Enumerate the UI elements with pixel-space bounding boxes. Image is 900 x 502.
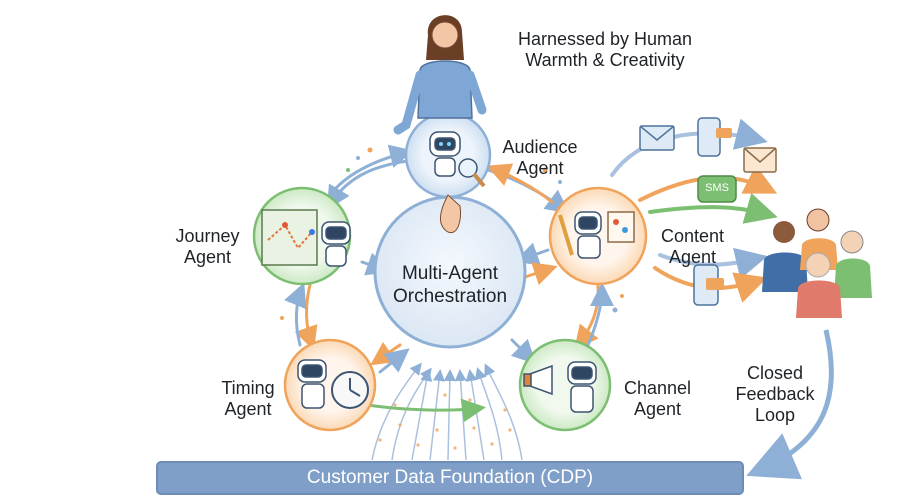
cdp-label: Customer Data Foundation (CDP) bbox=[306, 467, 594, 488]
feedback-loop-arrow bbox=[746, 329, 834, 480]
feedback-loop-label: Closed Feedback Loop bbox=[735, 363, 815, 425]
robot-icon bbox=[558, 211, 635, 259]
robot-icon bbox=[523, 361, 597, 413]
envelope-icon bbox=[639, 125, 675, 151]
header-caption: Harnessed by Human Warmth & Creativity bbox=[517, 29, 693, 70]
content-agent-label: Content Agent bbox=[660, 226, 725, 267]
human-figure-icon bbox=[393, 15, 487, 234]
orchestration-label: Multi-Agent Orchestration bbox=[392, 263, 508, 307]
data-stream-lines bbox=[371, 362, 523, 461]
sms-label: SMS bbox=[705, 182, 729, 194]
sms-bubble-icon bbox=[697, 175, 737, 203]
robot-icon bbox=[261, 209, 351, 267]
phone-icon bbox=[693, 264, 724, 306]
journey-agent-label: Journey Agent bbox=[175, 226, 240, 267]
phone-icon bbox=[697, 117, 732, 157]
robot-icon bbox=[297, 359, 369, 409]
channel-agent-label: Channel Agent bbox=[623, 378, 692, 419]
customer-group-icon bbox=[762, 208, 872, 318]
data-stream-dots bbox=[378, 393, 512, 450]
audience-agent-label: Audience Agent bbox=[502, 137, 578, 178]
envelope-icon bbox=[743, 147, 777, 173]
cdp-foundation-bar: Customer Data Foundation (CDP) bbox=[156, 461, 744, 495]
robot-icon bbox=[429, 131, 486, 188]
timing-agent-label: Timing Agent bbox=[221, 378, 275, 419]
